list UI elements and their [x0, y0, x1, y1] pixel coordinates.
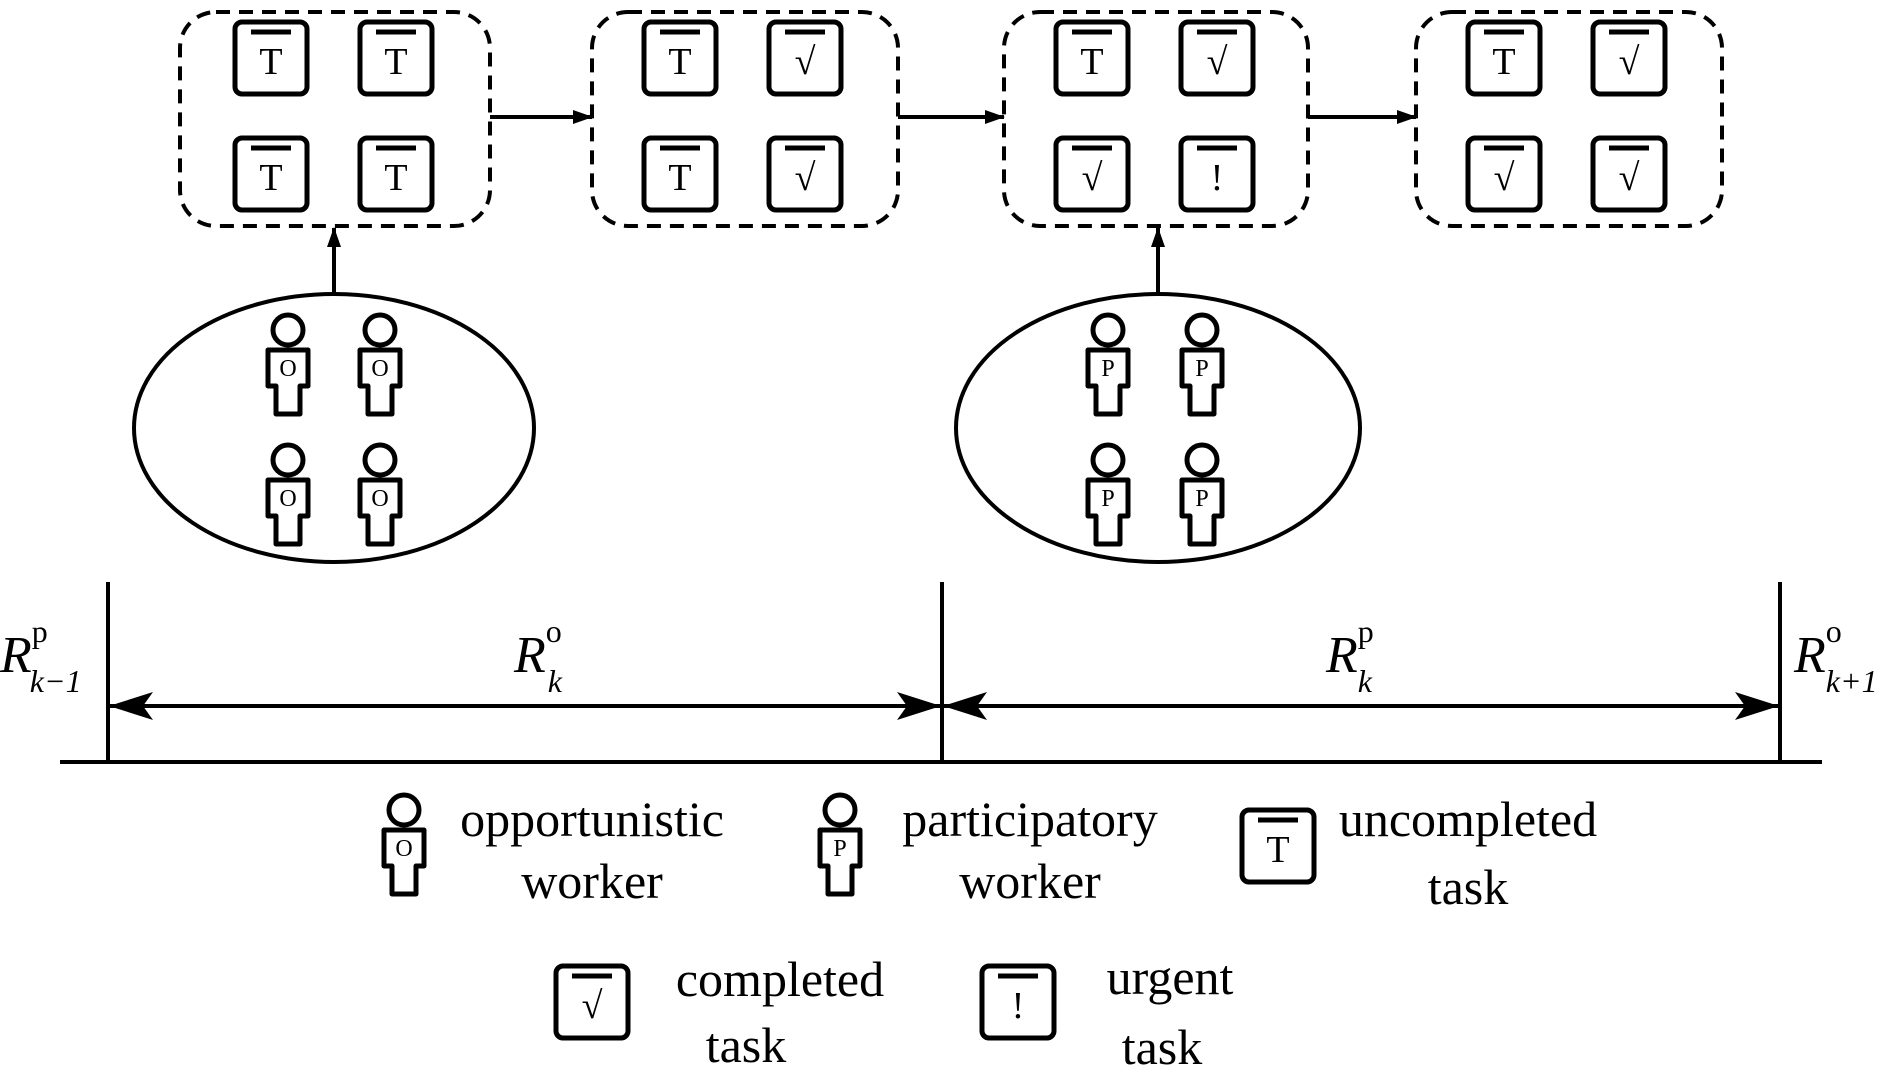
opportunistic-worker-group: O O O O	[132, 292, 536, 564]
worker-type-glyph: O	[371, 356, 388, 382]
legend-label: opportunistic	[460, 791, 724, 847]
task-status-glyph: T	[384, 41, 407, 83]
task-group-border	[1414, 10, 1724, 228]
task-icon: √	[1590, 19, 1668, 97]
task-icon: T	[641, 135, 719, 213]
worker-icon: P	[1085, 312, 1131, 417]
task-status-glyph: √	[1082, 157, 1103, 199]
legend-item-opportunistic-worker: O opportunistic worker	[381, 791, 724, 909]
completed-task-icon: √	[553, 963, 631, 1041]
task-group-3: T √ √ !	[1002, 10, 1310, 228]
task-status-glyph: T	[668, 41, 691, 83]
svg-text:T: T	[1266, 829, 1289, 871]
legend-label: task	[1122, 1019, 1203, 1075]
task-status-glyph: √	[1619, 157, 1640, 199]
legend-label: uncompleted	[1339, 791, 1597, 847]
task-group-1: T T T T	[178, 10, 492, 228]
task-icon: T	[232, 19, 310, 97]
svg-text:O: O	[395, 836, 412, 862]
task-icon: √	[1590, 135, 1668, 213]
legend-item-participatory-worker: P participatory worker	[817, 791, 1158, 909]
legend-label: worker	[959, 853, 1101, 909]
task-icon: √	[1465, 135, 1543, 213]
task-icon: √	[1178, 19, 1256, 97]
task-status-glyph: !	[1211, 157, 1224, 199]
legend-label: worker	[521, 853, 663, 909]
participatory-worker-icon: P	[817, 792, 863, 897]
task-status-glyph: √	[1619, 41, 1640, 83]
worker-type-glyph: O	[279, 486, 296, 512]
task-status-glyph: √	[795, 41, 816, 83]
task-status-glyph: √	[795, 157, 816, 199]
task-status-glyph: √	[1494, 157, 1515, 199]
worker-type-glyph: P	[1101, 356, 1114, 382]
legend-item-uncompleted-task: T uncompleted task	[1239, 791, 1597, 915]
worker-type-glyph: O	[279, 356, 296, 382]
task-status-glyph: T	[1492, 41, 1515, 83]
task-status-glyph: √	[1207, 41, 1228, 83]
legend-item-urgent-task: ! urgent task	[979, 949, 1234, 1075]
svg-text:!: !	[1012, 985, 1025, 1027]
task-group-border	[590, 10, 900, 228]
worker-icon: P	[1179, 312, 1225, 417]
task-status-glyph: T	[668, 157, 691, 199]
legend-item-completed-task: √ completed task	[553, 951, 884, 1073]
task-icon: √	[1053, 135, 1131, 213]
task-icon: T	[357, 135, 435, 213]
worker-icon: P	[1085, 442, 1131, 547]
task-status-glyph: T	[384, 157, 407, 199]
worker-icon: O	[357, 442, 403, 547]
task-status-glyph: T	[259, 157, 282, 199]
task-icon: T	[357, 19, 435, 97]
worker-icon: O	[265, 312, 311, 417]
task-icon: T	[1465, 19, 1543, 97]
urgent-task-icon: !	[979, 963, 1057, 1041]
task-group-4: T √ √ √	[1414, 10, 1724, 228]
worker-icon: O	[265, 442, 311, 547]
worker-icon: P	[1179, 442, 1225, 547]
opportunistic-worker-icon: O	[381, 792, 427, 897]
legend-label: urgent	[1107, 949, 1234, 1005]
task-icon: T	[1053, 19, 1131, 97]
task-group-2: T √ T √	[590, 10, 900, 228]
task-icon: √	[766, 19, 844, 97]
task-icon: !	[1178, 135, 1256, 213]
worker-icon: O	[357, 312, 403, 417]
worker-type-glyph: O	[371, 486, 388, 512]
task-icon: √	[766, 135, 844, 213]
worker-type-glyph: P	[1195, 356, 1208, 382]
legend-label: task	[1428, 859, 1509, 915]
participatory-worker-group: P P P P	[954, 292, 1362, 564]
task-status-glyph: T	[1080, 41, 1103, 83]
legend: O opportunistic worker P participatory w…	[381, 791, 1597, 1075]
legend-label: task	[706, 1017, 787, 1073]
svg-text:√: √	[582, 985, 603, 1027]
task-icon: T	[641, 19, 719, 97]
svg-text:P: P	[833, 836, 846, 862]
legend-label: participatory	[902, 791, 1157, 847]
worker-type-glyph: P	[1195, 486, 1208, 512]
worker-type-glyph: P	[1101, 486, 1114, 512]
uncompleted-task-icon: T	[1239, 807, 1317, 885]
task-icon: T	[232, 135, 310, 213]
task-group-border	[178, 10, 492, 228]
legend-label: completed	[676, 951, 884, 1007]
task-group-border	[1002, 10, 1310, 228]
task-status-glyph: T	[259, 41, 282, 83]
